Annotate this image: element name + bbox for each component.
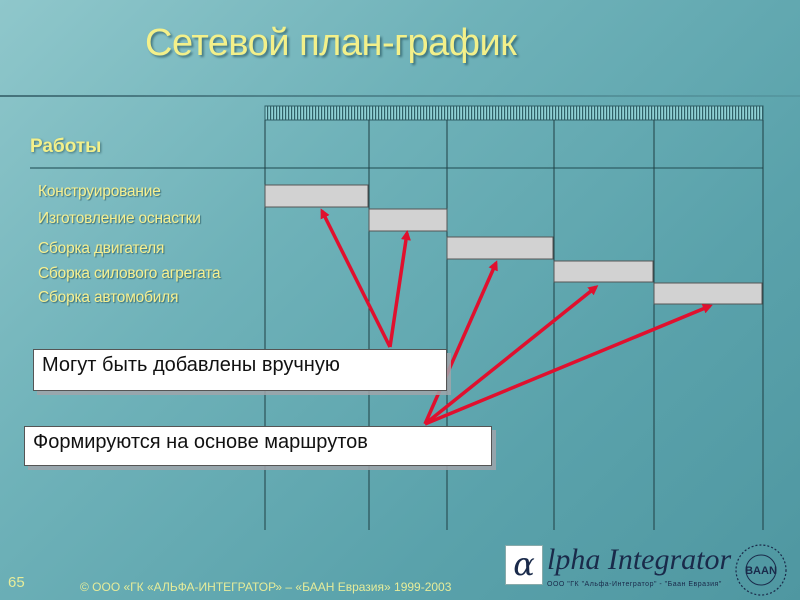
- gantt-bar-design[interactable]: [264, 184, 369, 208]
- arrow-routes-to-powertrain: [423, 285, 599, 426]
- slide-number: 65: [8, 574, 25, 591]
- baan-text: BAAN: [745, 565, 777, 577]
- copyright-text: © ООО «ГК «АЛЬФА-ИНТЕГРАТОР» – «БААН Евр…: [80, 580, 452, 594]
- task-label-engine: Сборка двигателя: [38, 240, 165, 257]
- task-label-tooling: Изготовление оснастки: [38, 210, 201, 227]
- timeline-header-bar: [264, 105, 764, 121]
- arrow-routes-to-engine: [423, 260, 498, 425]
- task-label-vehicle: Сборка автомобиля: [38, 289, 179, 306]
- title-divider: [0, 95, 800, 97]
- slide-title: Сетевой план-график: [145, 22, 517, 64]
- gantt-bar-tooling[interactable]: [368, 208, 448, 232]
- task-label-powertrain: Сборка силового агрегата: [38, 265, 221, 282]
- gantt-bar-vehicle[interactable]: [653, 282, 763, 305]
- callout-routes: Формируются на основе маршрутов: [24, 426, 492, 466]
- gantt-bar-powertrain[interactable]: [553, 260, 654, 283]
- gantt-bar-engine[interactable]: [446, 236, 554, 260]
- baan-seal-icon: BAAN: [735, 544, 787, 596]
- alpha-glyph-icon: α: [505, 545, 543, 585]
- logo-name: lpha Integrator: [547, 543, 732, 576]
- logo-subtitle: ООО "ГК "Альфа-Интегратор" - "Баан Евраз…: [547, 581, 722, 588]
- works-header: Работы: [30, 136, 102, 157]
- arrow-manual-to-tooling: [388, 230, 411, 348]
- callout-manual: Могут быть добавлены вручную: [33, 349, 447, 391]
- alpha-integrator-logo: α lpha Integrator ООО "ГК "Альфа-Интегра…: [505, 543, 795, 597]
- task-label-design: Конструирование: [38, 183, 161, 200]
- arrow-manual-to-design: [320, 208, 392, 348]
- arrow-routes-to-vehicle: [424, 304, 713, 426]
